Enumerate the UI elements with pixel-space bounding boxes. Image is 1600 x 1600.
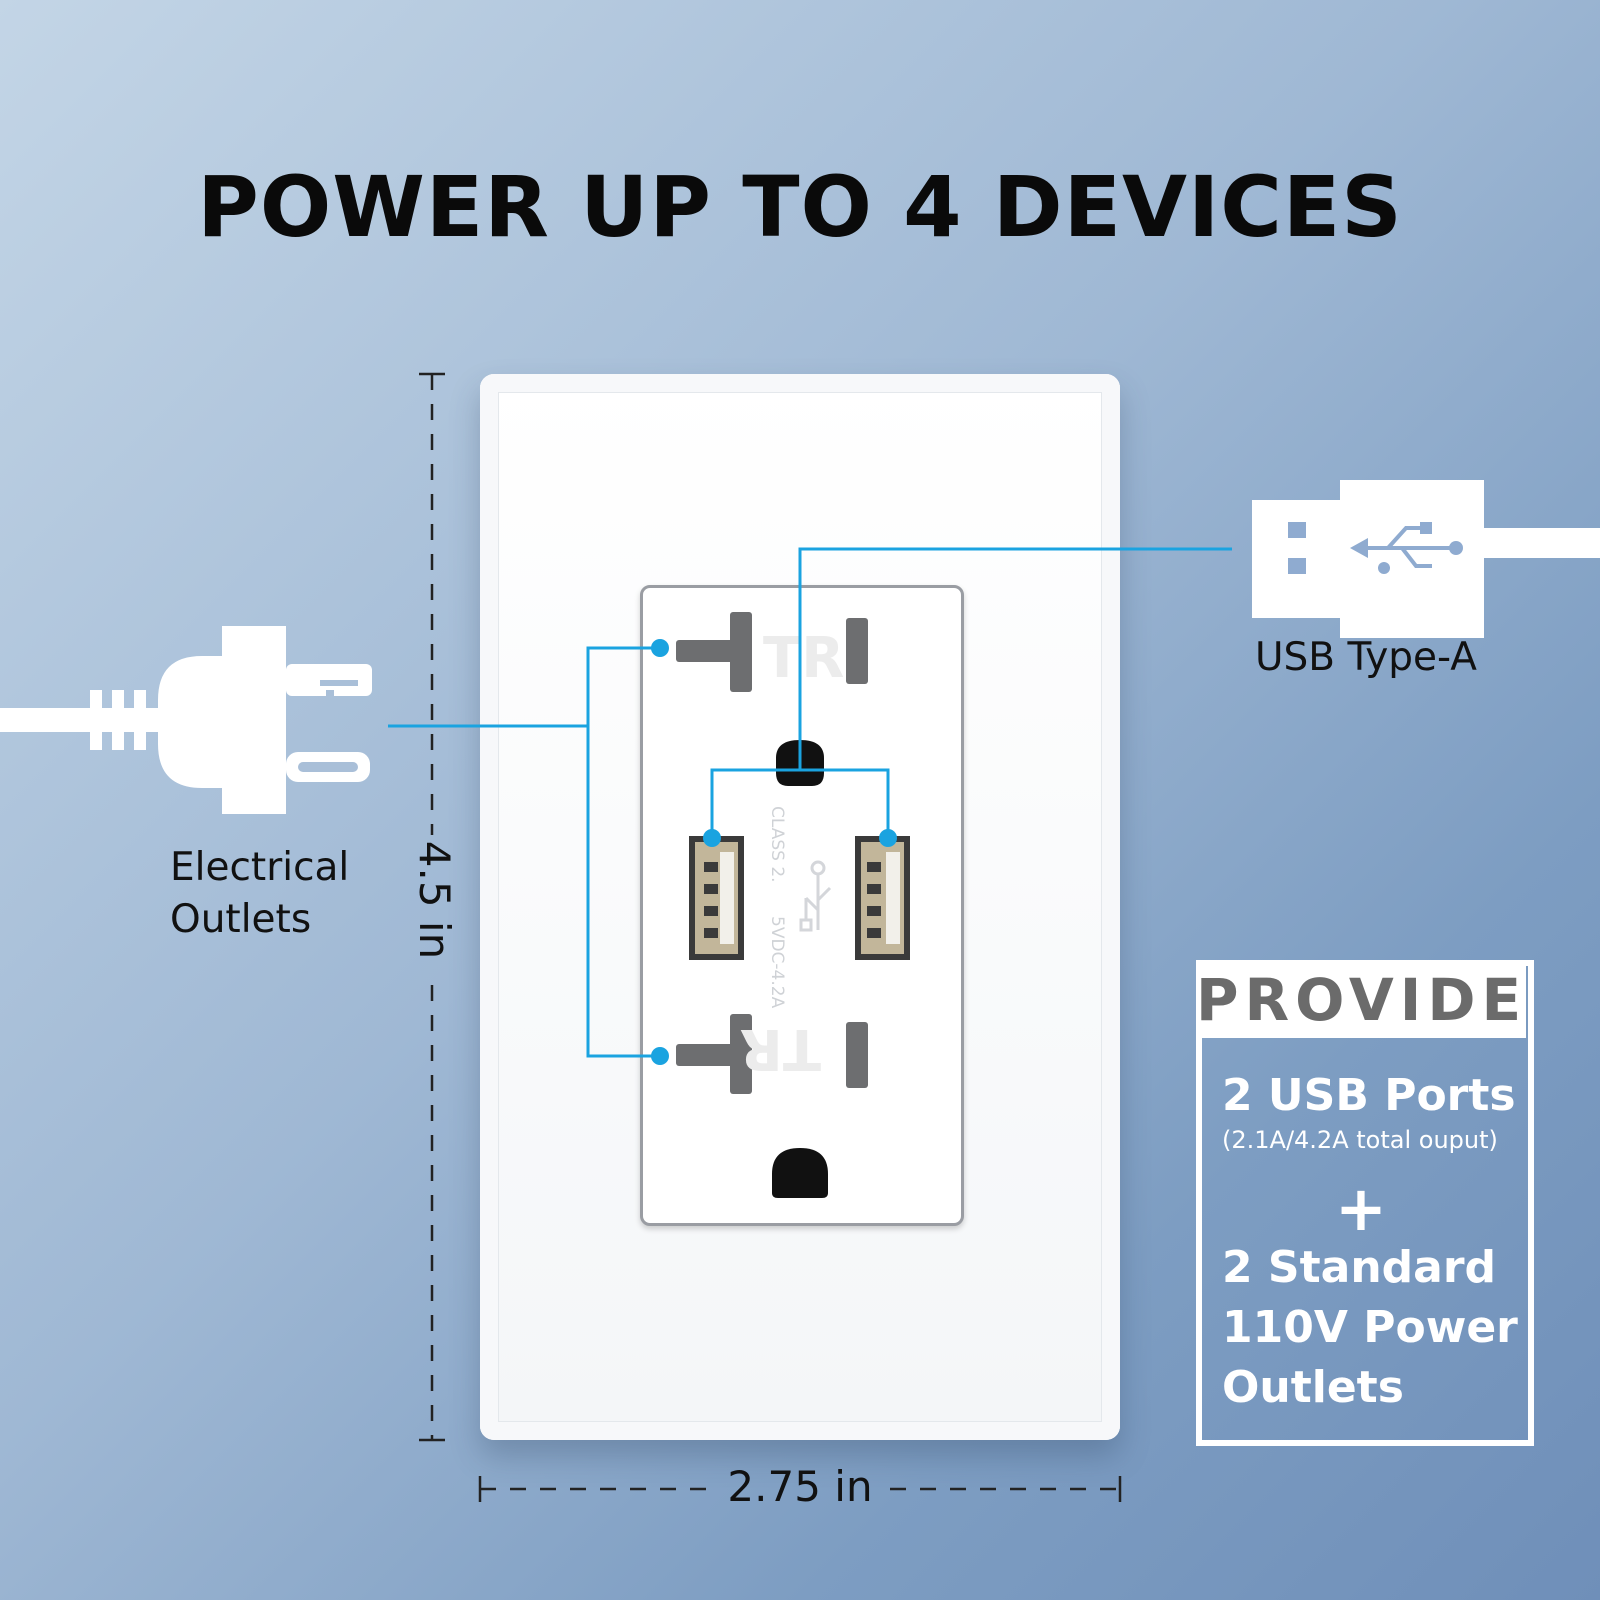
electrical-label-line2: Outlets: [170, 897, 312, 942]
tr-mark-top: TR: [763, 626, 844, 691]
callout-dots: [651, 639, 897, 1065]
width-dimension: 2.75 in: [727, 1462, 873, 1511]
provide-standard-line3: Outlets: [1222, 1362, 1404, 1413]
provide-usb-output: (2.1A/4.2A total ouput): [1222, 1126, 1498, 1154]
usb-port-right: [855, 836, 910, 960]
width-dimension-line: [478, 1476, 1122, 1502]
height-dimension-line: [419, 372, 445, 1442]
provide-standard-line2: 110V Power: [1222, 1302, 1518, 1353]
plug-prong-details: [298, 680, 358, 772]
provide-usb-ports: 2 USB Ports: [1222, 1070, 1516, 1121]
provide-standard-line1: 2 Standard: [1222, 1242, 1497, 1293]
electrical-outlets-label: Electrical Outlets: [170, 842, 349, 946]
usb-connector-details: [1288, 522, 1306, 574]
provide-standard-outlets: 2 Standard 110V Power Outlets: [1222, 1238, 1518, 1418]
tr-mark-bottom: TR: [740, 1016, 821, 1081]
class-marking: CLASS 2.: [767, 806, 787, 883]
provide-plus: +: [1335, 1172, 1387, 1245]
usb-connector-symbol: [1350, 522, 1463, 574]
provide-title: PROVIDE: [1196, 962, 1526, 1038]
top-outlet: [676, 612, 868, 692]
bottom-outlet: [676, 1014, 868, 1094]
usb-symbol-icon: [799, 860, 832, 932]
rating-marking: 5VDC-4.2A: [767, 916, 787, 1009]
usb-port-left: [689, 836, 744, 960]
electrical-label-line1: Electrical: [170, 845, 350, 890]
usb-type-label: USB Type-A: [1255, 635, 1477, 680]
plug-icon: [0, 626, 372, 814]
height-dimension: 4.5 in: [410, 840, 460, 960]
callout-lines: [388, 547, 1232, 1058]
ground-hole-bottom: [772, 1148, 828, 1198]
page-title: POWER UP TO 4 DEVICES: [197, 158, 1403, 256]
